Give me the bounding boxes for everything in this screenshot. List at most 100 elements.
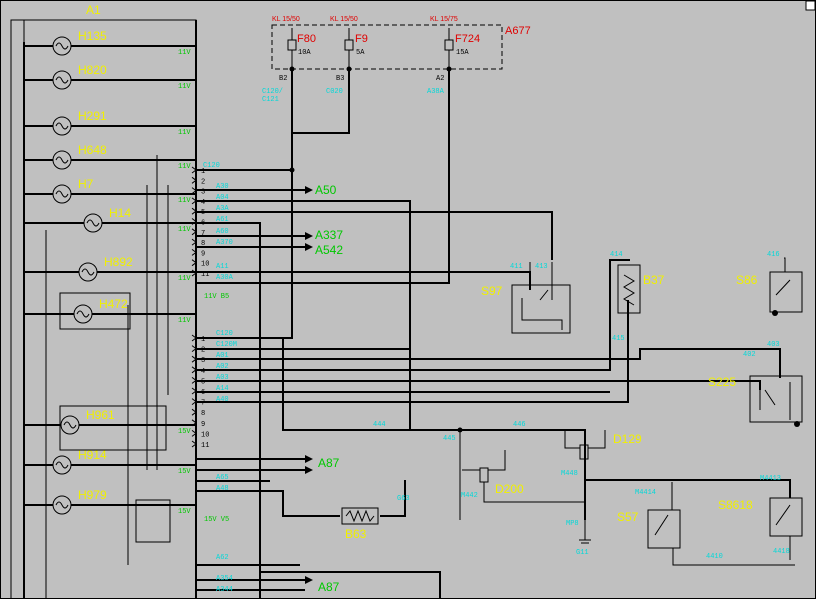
svg-text:M4413: M4413 [760, 475, 781, 483]
svg-text:M442: M442 [461, 492, 478, 500]
svg-text:A354: A354 [216, 575, 233, 583]
lamp-label-h914: H914 [78, 448, 107, 462]
pin-10: 10 [201, 261, 209, 269]
svg-text:414: 414 [610, 251, 623, 259]
pin-2: 2 [201, 347, 205, 355]
fuse-f724-pin: A2 [436, 75, 444, 83]
lamp-supply-h135: 11V [178, 49, 191, 57]
pin-9: 9 [201, 250, 205, 258]
corner-marker [805, 0, 816, 11]
pin-5: 5 [201, 209, 205, 217]
fuse-f80-name: F80 [297, 33, 316, 45]
lamp-label-h892: H892 [104, 255, 133, 269]
lamp-label-h820: H820 [78, 63, 107, 77]
svg-text:MP8: MP8 [566, 520, 579, 528]
fuse-f80-pin: B2 [279, 75, 287, 83]
fuse-f9-kl: KL 15/50 [330, 16, 358, 23]
fuse-f724-kl: KL 15/75 [430, 16, 458, 23]
switch-s57: S57 [585, 479, 795, 566]
fuse-f9-name: F9 [355, 33, 368, 45]
svg-text:415: 415 [612, 335, 625, 343]
svg-text:M448: M448 [561, 470, 578, 478]
svg-text:403: 403 [767, 341, 780, 349]
lamp-label-h979: H979 [78, 488, 107, 502]
lamp-label-h472: H472 [99, 297, 128, 311]
module-box-0 [59, 292, 131, 330]
sensor-b63: B63 [341, 507, 379, 541]
fuse-f724-amps: 15A [456, 49, 469, 57]
switch-s225: S225 [708, 375, 803, 427]
pin-3: 3 [201, 189, 205, 197]
switch-s97: S97 [481, 262, 571, 334]
lamp-supply-h914: 15V [178, 468, 191, 476]
svg-text:446: 446 [513, 421, 526, 429]
svg-text:A61: A61 [216, 216, 229, 224]
fuse-f9-pin: B3 [336, 75, 344, 83]
module-box-1 [59, 405, 167, 451]
sensor-b37-label: B37 [643, 273, 665, 287]
svg-text:413: 413 [535, 263, 548, 271]
pin-1: 1 [201, 336, 205, 344]
switch-s86: S86 [736, 257, 803, 316]
connector-a87-bottom: A87 [318, 580, 340, 594]
switch-s225-label: S225 [708, 375, 736, 389]
svg-text:416: 416 [767, 251, 780, 259]
switch-s8618-label: S8618 [718, 498, 753, 512]
lamp-label-h7: H7 [78, 177, 94, 191]
svg-text:C120: C120 [203, 162, 220, 170]
pin-2: 2 [201, 178, 205, 186]
lamp-label-h648: H648 [78, 143, 107, 157]
sensor-b63-label: B63 [345, 527, 367, 541]
pin-10: 10 [201, 431, 209, 439]
svg-text:4410: 4410 [706, 553, 723, 561]
connector-a542: A542 [315, 243, 343, 257]
lamp-label-h135: H135 [78, 29, 107, 43]
wire-labels: C120 A30 A04 A3A A61 A60 A370 A11 A30A C… [203, 162, 790, 594]
svg-text:A62: A62 [216, 554, 229, 562]
diode-d129: D129 [564, 430, 642, 460]
sensor-b37: B37 [617, 264, 665, 314]
fuse-f80-kl: KL 15/50 [272, 16, 300, 23]
lamp-label-h961: H961 [86, 408, 115, 422]
svg-text:402: 402 [743, 351, 756, 359]
svg-text:411: 411 [510, 263, 523, 271]
lamp-supply-h961: 15V [178, 428, 191, 436]
lamp-h820: H820 11V [24, 63, 196, 91]
pin-4: 4 [201, 199, 205, 207]
svg-text:A60: A60 [216, 228, 229, 236]
module-box-2 [135, 499, 171, 543]
pin-11: 11 [201, 271, 209, 279]
svg-text:A30A: A30A [216, 274, 234, 282]
fuse-f9-wire: C020 [326, 88, 343, 96]
lamp-h135: H135 11V [24, 29, 196, 57]
svg-text:A11: A11 [216, 263, 229, 271]
svg-text:A01: A01 [216, 352, 229, 360]
pin-11: 11 [201, 442, 209, 450]
fuse-f724-wire: A38A [427, 88, 445, 96]
svg-text:M4414: M4414 [635, 489, 656, 497]
pin-1: 1 [201, 168, 205, 176]
lamp-supply-h291: 11V [178, 129, 191, 137]
pin-9: 9 [201, 421, 205, 429]
svg-text:A02: A02 [216, 363, 229, 371]
lamp-supply-h472: 11V [178, 317, 191, 325]
pin-7: 7 [201, 230, 205, 238]
lamp-supply-h7: 11V [178, 197, 191, 205]
lamp-supply-h820: 11V [178, 83, 191, 91]
pin-3: 3 [201, 357, 205, 365]
svg-text:A370: A370 [216, 239, 233, 247]
svg-text:445: 445 [443, 435, 456, 443]
pin-5: 5 [201, 378, 205, 386]
supply-11v-b5: 11V B5 [204, 293, 229, 301]
connector-a337: A337 [315, 228, 343, 242]
connector-a50: A50 [315, 183, 337, 197]
lamp-label-h14: H14 [109, 206, 131, 220]
lamps: H13511VH82011VH29111VH64811VH711VH1411VH… [24, 29, 196, 543]
svg-text:A48: A48 [216, 485, 229, 493]
svg-text:A40: A40 [216, 396, 229, 404]
switch-s97-label: S97 [481, 284, 503, 298]
svg-text:G11: G11 [576, 549, 589, 557]
